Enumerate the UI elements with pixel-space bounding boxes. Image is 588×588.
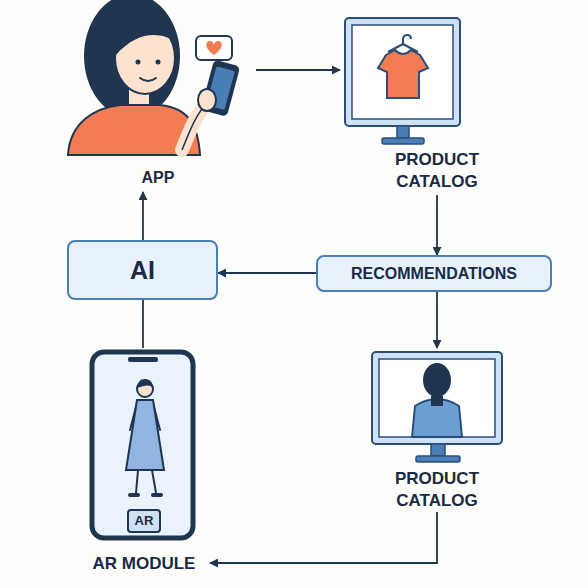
node-label: APP <box>60 168 256 188</box>
tag-label: AR <box>78 511 210 531</box>
node-label: AR MODULE <box>78 553 210 575</box>
process-box: RECOMMENDATIONS <box>316 255 552 292</box>
monitor-illustration <box>345 18 460 144</box>
woman-illustration <box>68 0 240 155</box>
node-label: PRODUCT CATALOG <box>375 149 499 193</box>
flow-arrow <box>218 272 316 274</box>
flow-arrow <box>142 192 144 240</box>
phone-illustration <box>92 352 193 538</box>
box-label: RECOMMENDATIONS <box>351 264 517 284</box>
flow-arrow <box>256 69 340 71</box>
catalog-illustration: PRODUCT CATALOG <box>365 348 509 512</box>
connector-line <box>142 300 144 348</box>
flow-arrow <box>210 512 437 563</box>
process-box: AI <box>67 240 218 300</box>
app-illustration: APP <box>60 0 256 192</box>
catalog-illustration: PRODUCT CATALOG <box>340 15 534 195</box>
ar-illustration: AR AR MODULE <box>78 348 210 578</box>
monitor-illustration <box>372 352 502 462</box>
node-label: PRODUCT CATALOG <box>375 468 499 512</box>
box-label: AI <box>130 255 155 285</box>
flow-arrow <box>436 195 438 255</box>
flow-arrow <box>436 292 438 348</box>
